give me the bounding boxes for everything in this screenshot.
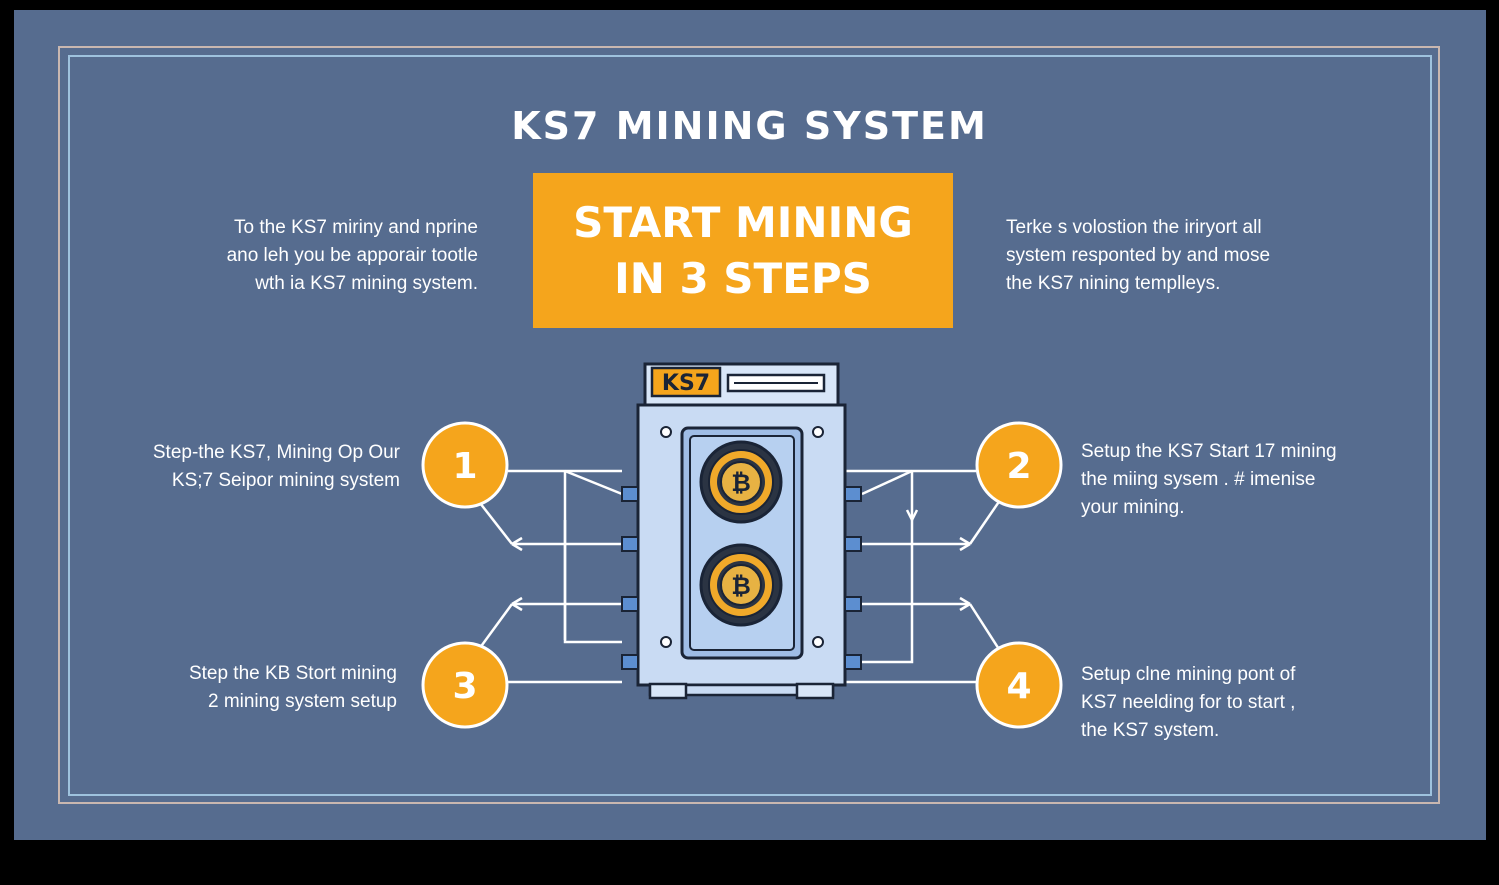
connector-line <box>862 471 914 664</box>
intro-right-line: the KS7 nining templleys. <box>1006 273 1221 294</box>
coin-symbol: ₿ <box>731 572 751 600</box>
step-4-text: Setup clne mining pont of KS7 neelding f… <box>1081 661 1411 745</box>
intro-left-line: ano leh you be apporair tootle <box>226 245 478 266</box>
page-title: KS7 MINING SYSTEM <box>511 104 988 148</box>
device-label-plate <box>650 366 722 398</box>
step-1-badge: 1 <box>421 421 509 509</box>
device-ports <box>621 486 862 670</box>
connector-line <box>563 471 622 644</box>
step-2-line: Setup the KS7 Start 17 mining <box>1081 441 1337 462</box>
step-1-line: Step-the KS7, Mining Op Our <box>152 442 400 463</box>
intro-left-line: wth ia KS7 mining system. <box>255 273 478 294</box>
start-banner: START MINING IN 3 STEPS <box>533 173 953 328</box>
step-4-line: Setup clne mining pont of <box>1081 664 1296 685</box>
step-2-text: Setup the KS7 Start 17 mining the miing … <box>1081 438 1411 522</box>
step-3-line: 2 mining system setup <box>207 691 397 712</box>
step-2-line: your mining. <box>1081 497 1185 518</box>
intro-left-line: To the KS7 miriny and nprine <box>234 217 478 238</box>
intro-right-line: Terke s volostion the iriryort all <box>1006 217 1262 238</box>
coin-symbol: ₿ <box>731 469 751 497</box>
arrow-head <box>511 536 523 552</box>
step-4-line: the KS7 system. <box>1081 720 1220 741</box>
step-3-text: Step the KB Stort mining 2 mining system… <box>80 660 397 716</box>
device-foot-right <box>795 682 835 700</box>
intro-right: Terke s volostion the iriryort all syste… <box>1006 214 1336 298</box>
banner-line-1: START MINING <box>573 197 913 247</box>
intro-right-line: system responted by and mose <box>1006 245 1271 266</box>
arrow-head <box>959 536 971 552</box>
arrow-head <box>511 596 523 612</box>
step-4-badge: 4 <box>975 641 1063 729</box>
svg-text:1: 1 <box>452 446 477 487</box>
fan-bottom: ₿ <box>699 543 783 627</box>
connector-line <box>861 469 913 496</box>
arrow-head <box>905 509 919 521</box>
step-2-badge: 2 <box>975 421 1063 509</box>
ks7-miner-device: KS7 <box>621 362 862 700</box>
device-screws <box>660 426 824 648</box>
step-3-badge: 3 <box>421 641 509 729</box>
banner-line-2: IN 3 STEPS <box>614 253 872 303</box>
fan-top: ₿ <box>699 440 783 524</box>
device-label: KS7 <box>662 371 710 396</box>
arrow-head <box>959 596 971 612</box>
connector-line <box>564 469 623 496</box>
intro-left: To the KS7 miriny and nprine ano leh you… <box>150 214 478 298</box>
step-4-line: KS7 neelding for to start , <box>1081 692 1296 713</box>
svg-text:3: 3 <box>452 666 477 707</box>
step-1-text: Step-the KS7, Mining Op Our KS;7 Seipor … <box>80 439 400 495</box>
inner-frame <box>68 55 1432 796</box>
svg-text:2: 2 <box>1006 446 1031 487</box>
step-3-line: Step the KB Stort mining <box>188 663 397 684</box>
outer-frame <box>58 46 1440 804</box>
step-1-line: KS;7 Seipor mining system <box>171 470 400 491</box>
step-2-line: the miing sysem . # imenise <box>1081 469 1316 490</box>
svg-text:4: 4 <box>1006 666 1031 707</box>
device-foot-left <box>648 682 688 700</box>
